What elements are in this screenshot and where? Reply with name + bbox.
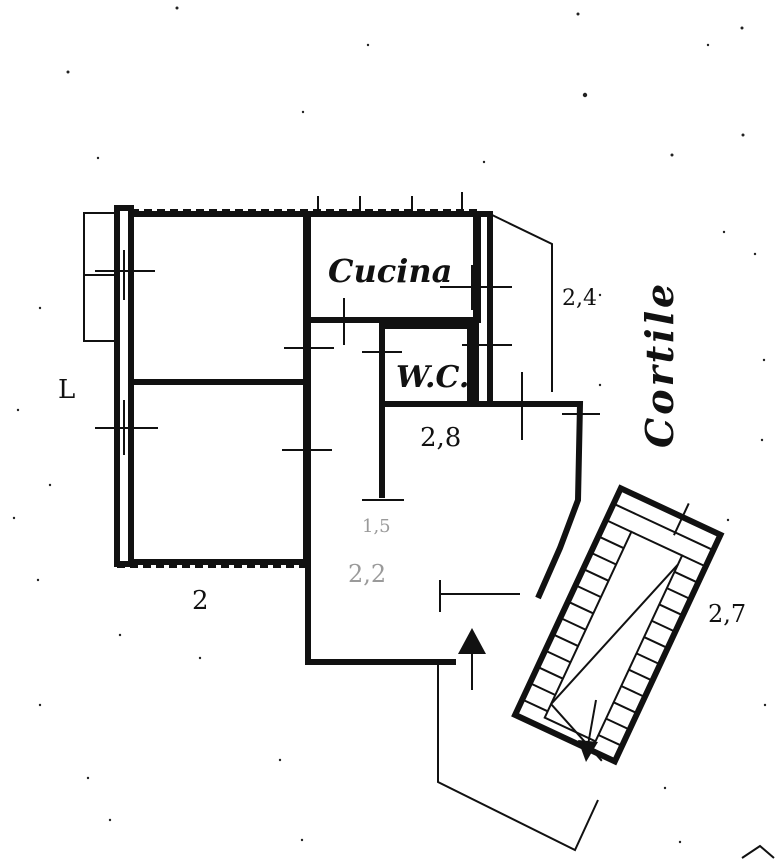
bedroom-lower: [117, 347, 334, 568]
entrance-arrow-icon: [458, 628, 486, 690]
wc-label: W.C.: [396, 360, 469, 395]
dimension-left: L: [58, 375, 75, 405]
stair-landing: [437, 662, 599, 852]
faint-hall-dimension: 2,2: [348, 560, 386, 588]
dimension-corridor: 2,8: [420, 423, 461, 453]
dimension-stair-side: 2,7: [708, 600, 746, 628]
scan-specks: [12, 6, 767, 844]
faint-top-dimension: 1,5: [362, 516, 391, 537]
right-wall-upper: [462, 211, 553, 407]
stair-steps: [521, 502, 714, 747]
bedroom-upper: [128, 211, 309, 385]
wc-room: [362, 323, 473, 407]
dimension-right-upper: 2,4: [562, 286, 597, 311]
dimension-bottom: 2: [192, 586, 209, 616]
kitchen-label: Cucina: [328, 252, 452, 290]
left-wall: [95, 205, 158, 567]
top-wall: [131, 192, 480, 213]
left-balcony: [83, 212, 119, 342]
stair-down-arrow-icon: [578, 699, 598, 762]
hallway: [305, 320, 600, 665]
courtyard-label: Cortile: [637, 281, 682, 448]
staircase: [511, 484, 725, 766]
corner-mark-icon: [741, 844, 775, 859]
